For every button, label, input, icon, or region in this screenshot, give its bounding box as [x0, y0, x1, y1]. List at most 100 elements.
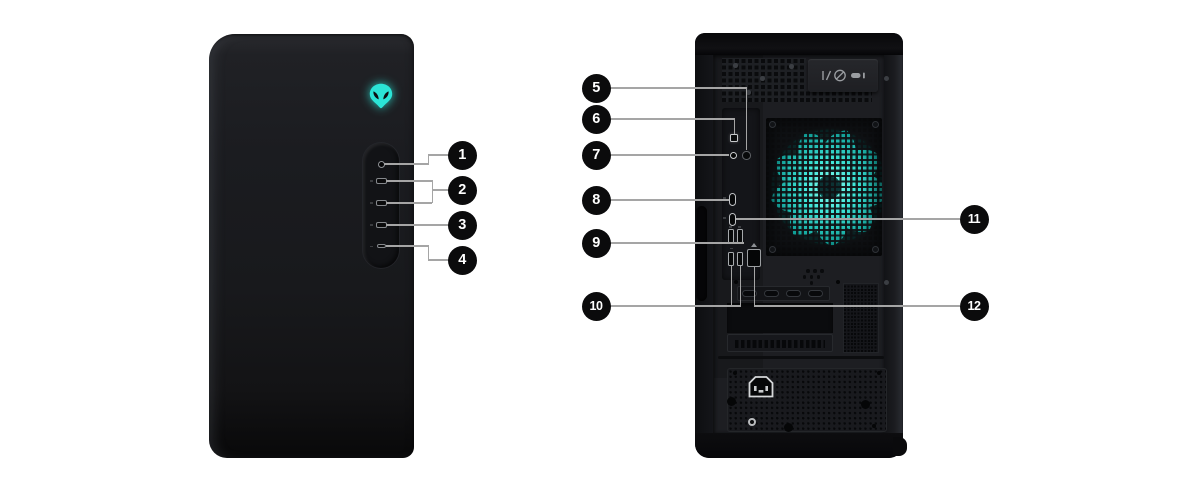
callout-line-10	[739, 266, 741, 306]
callout-line-2	[386, 180, 432, 182]
network-icon	[750, 242, 757, 247]
front-usb-c-port	[376, 243, 386, 249]
callout-line-5	[610, 87, 747, 89]
vent-hole	[809, 281, 813, 285]
callout-line-2	[431, 180, 433, 204]
callout-line-10	[730, 266, 732, 306]
pci-slot-cover-1	[737, 286, 830, 301]
port-label-mark	[370, 180, 373, 182]
port-label-mark	[738, 226, 741, 228]
callout-line-2	[386, 202, 432, 204]
rear-usb-c-port-2	[729, 213, 736, 226]
callout-4-number: 4	[458, 252, 466, 268]
pci-slot-hole	[764, 290, 779, 297]
callout-7-number: 7	[592, 147, 600, 163]
port-label-mark	[729, 226, 732, 228]
callout-1: 1	[447, 140, 477, 170]
rear-usb-c-port-1	[729, 193, 736, 206]
vent-hole	[820, 269, 824, 273]
callout-9: 9	[581, 228, 611, 258]
psu-screw-hole	[861, 400, 870, 409]
callout-line-3	[386, 224, 449, 226]
port-label-mark	[730, 247, 733, 249]
callout-line-5	[746, 87, 748, 151]
port-label-mark	[723, 217, 726, 219]
callout-line-6	[734, 118, 736, 135]
front-usb-a-port-3	[375, 222, 387, 228]
callout-6-number: 6	[592, 111, 600, 127]
screw	[760, 76, 765, 81]
psu-screw-hole	[727, 397, 736, 406]
side-handle-slot	[696, 206, 707, 301]
pci-slot-hole	[742, 290, 757, 297]
callout-10: 10	[581, 291, 611, 321]
port-label-mark	[370, 224, 373, 226]
callout-line-7	[610, 154, 729, 156]
power-panel-icons	[822, 69, 865, 81]
pci-slot-vent-holes	[735, 339, 825, 348]
screw	[836, 280, 840, 284]
callout-line-2	[431, 189, 449, 191]
callout-1-number: 1	[458, 147, 466, 163]
pci-slot-cover-2	[727, 334, 833, 352]
fan-screw	[769, 121, 776, 128]
callout-10-number: 10	[589, 299, 603, 313]
callout-line-10	[610, 305, 741, 307]
rear-usb-a-port-4	[737, 252, 743, 266]
callout-12: 12	[959, 291, 989, 321]
front-usb-a-port-1	[375, 178, 387, 184]
fan-screw	[769, 246, 776, 253]
power-inlet-c14	[748, 376, 774, 398]
pci-slot-hole	[786, 290, 801, 297]
callout-12-number: 12	[967, 299, 981, 313]
callout-line-12	[753, 305, 960, 307]
callout-line-1	[428, 154, 449, 156]
callout-line-1	[384, 163, 428, 165]
screw	[872, 424, 876, 428]
rear-foot	[893, 437, 907, 456]
callout-8-number: 8	[592, 192, 600, 208]
vent-hole	[816, 275, 820, 279]
ethernet-port	[747, 249, 761, 267]
rear-bottom-base	[695, 433, 903, 458]
callout-line-6	[610, 118, 735, 120]
fan-screw	[872, 246, 879, 253]
psu-screw-hole	[784, 423, 793, 432]
port-label-mark	[370, 202, 373, 204]
power-button-panel[interactable]	[808, 59, 878, 92]
optical-spdif-port	[730, 134, 738, 142]
callout-4: 4	[447, 245, 477, 275]
fan-grille	[766, 118, 882, 256]
callout-line-4	[386, 245, 429, 247]
callout-line-4	[428, 259, 449, 261]
callout-2-number: 2	[458, 182, 466, 198]
callout-5: 5	[581, 73, 611, 103]
callout-line-1	[428, 154, 430, 165]
fan-screw	[872, 121, 879, 128]
callout-8: 8	[581, 185, 611, 215]
psu-screw	[748, 418, 756, 426]
callout-line-9	[610, 242, 744, 244]
rear-usb-a-port-2	[737, 229, 743, 243]
screw	[746, 90, 751, 95]
callout-line-12	[753, 267, 755, 306]
callout-5-number: 5	[592, 80, 600, 96]
callout-9-number: 9	[592, 235, 600, 251]
vent-hole	[813, 269, 817, 273]
callout-2: 2	[447, 175, 477, 205]
screw	[734, 280, 738, 284]
rear-usb-a-port-3	[728, 252, 734, 266]
callout-line-8	[610, 199, 729, 201]
rear-top-cap	[695, 33, 903, 55]
screw	[733, 63, 738, 68]
rear-usb-a-port-1	[728, 229, 734, 243]
alienware-logo-icon	[369, 83, 393, 109]
callout-7: 7	[581, 140, 611, 170]
screw	[883, 75, 889, 81]
side-vent-mesh	[843, 283, 879, 353]
fan-grille-mesh	[766, 118, 882, 256]
port-label-mark	[723, 197, 726, 199]
port-label-mark	[370, 245, 373, 247]
screw	[733, 371, 737, 375]
